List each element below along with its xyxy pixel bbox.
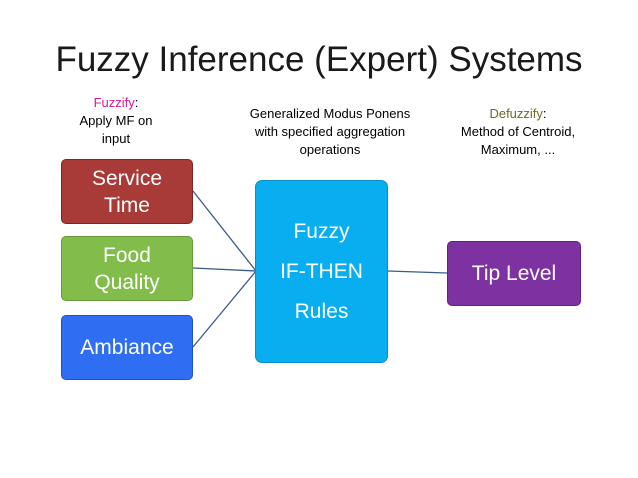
modus-ponens-caption-line2: with specified aggregation bbox=[254, 124, 406, 139]
defuzzify-colon: : bbox=[542, 106, 547, 121]
defuzzify-caption-line3: Maximum, ... bbox=[480, 142, 556, 157]
modus-ponens-caption-line1: Generalized Modus Ponens bbox=[249, 106, 411, 121]
input-ambiance-box: Ambiance bbox=[61, 315, 193, 380]
connector-rules-to-tip bbox=[387, 270, 448, 274]
modus-ponens-caption: Generalized Modus Ponens with specified … bbox=[230, 105, 430, 159]
modus-ponens-caption-line3: operations bbox=[299, 142, 361, 157]
input-service-time-box: Service Time bbox=[61, 159, 193, 224]
defuzzify-caption-line1: Defuzzify: bbox=[444, 105, 592, 123]
connector-ambiance-to-rules bbox=[192, 270, 257, 348]
fuzzify-caption-line1: Fuzzify: bbox=[60, 94, 172, 112]
fuzzify-caption: Fuzzify: Apply MF on input bbox=[60, 94, 172, 148]
fuzzify-caption-line2: Apply MF on bbox=[79, 113, 153, 128]
fuzzify-keyword: Fuzzify bbox=[93, 95, 135, 110]
food-quality-label-line1: Food bbox=[103, 243, 151, 267]
connector-service-to-rules bbox=[192, 190, 257, 272]
food-quality-label-line2: Quality bbox=[94, 270, 160, 294]
fuzzy-rules-label-line3: Rules bbox=[294, 299, 349, 323]
fuzzify-caption-line3: input bbox=[101, 131, 131, 146]
fuzzy-rules-label-line1: Fuzzy bbox=[293, 219, 350, 243]
service-time-label-line1: Service bbox=[91, 166, 163, 190]
page-title: Fuzzy Inference (Expert) Systems bbox=[55, 40, 583, 79]
input-food-quality-box: Food Quality bbox=[61, 236, 193, 301]
tip-level-label: Tip Level bbox=[471, 262, 557, 285]
fuzzy-rules-label-line2: IF-THEN bbox=[280, 259, 363, 283]
ambiance-label: Ambiance bbox=[80, 336, 174, 359]
output-tip-level-box: Tip Level bbox=[447, 241, 581, 306]
fuzzy-rules-box: Fuzzy IF-THEN Rules bbox=[255, 180, 388, 363]
service-time-label-line2: Time bbox=[104, 193, 150, 217]
defuzzify-caption: Defuzzify: Method of Centroid, Maximum, … bbox=[444, 105, 592, 159]
fuzzify-colon: : bbox=[134, 95, 139, 110]
defuzzify-caption-line2: Method of Centroid, bbox=[460, 124, 576, 139]
connector-food-to-rules bbox=[192, 267, 257, 272]
defuzzify-keyword: Defuzzify bbox=[489, 106, 543, 121]
